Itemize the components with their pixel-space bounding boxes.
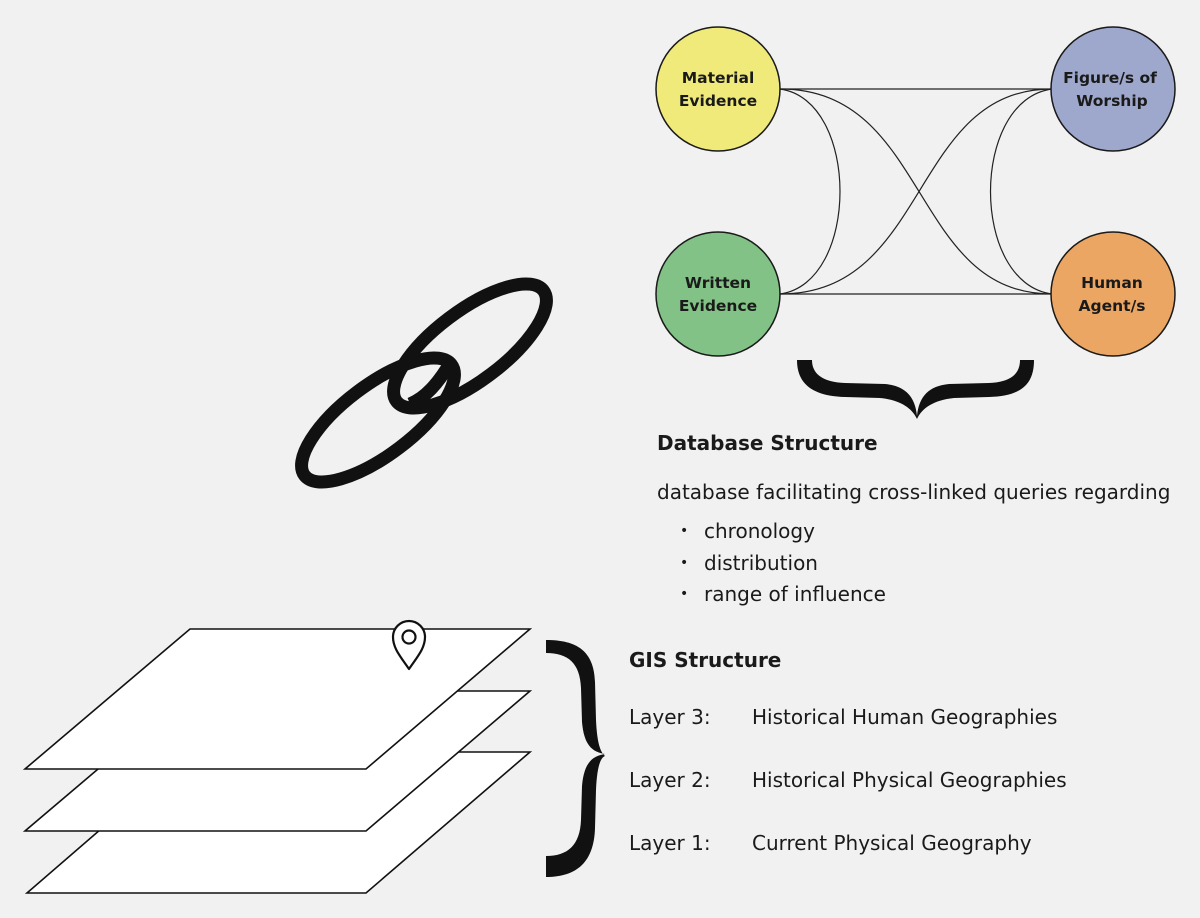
node-material-evidence: Material Evidence bbox=[655, 26, 781, 152]
connector-written-figure bbox=[779, 88, 1053, 295]
node-written-evidence: Written Evidence bbox=[655, 231, 781, 357]
gis-layer-stack bbox=[22, 628, 533, 894]
node-human-line2: Agent/s bbox=[1079, 297, 1146, 315]
node-figure-of-worship: Figure/s of Worship bbox=[1050, 26, 1176, 152]
layer-name: Current Physical Geography bbox=[752, 831, 1032, 855]
chain-link-overlap bbox=[407, 356, 458, 411]
database-title: Database Structure bbox=[657, 431, 878, 455]
layer-name: Historical Human Geographies bbox=[752, 705, 1058, 729]
gis-brace-icon bbox=[546, 640, 605, 877]
layer-number: Layer 3: bbox=[629, 705, 711, 729]
node-written-line1: Written bbox=[685, 274, 751, 292]
node-material-line1: Material bbox=[682, 69, 755, 87]
database-brace-icon bbox=[797, 360, 1034, 419]
database-query-list: chronology distribution range of influen… bbox=[680, 516, 886, 611]
chain-link-icon bbox=[295, 277, 553, 489]
layer-name: Historical Physical Geographies bbox=[752, 768, 1067, 792]
database-description: database facilitating cross-linked queri… bbox=[657, 480, 1171, 504]
list-item: chronology bbox=[680, 516, 886, 548]
node-figure-line2: Worship bbox=[1076, 92, 1148, 110]
node-written-line2: Evidence bbox=[679, 297, 757, 315]
node-human-line1: Human bbox=[1081, 274, 1143, 292]
connector-figure-human bbox=[990, 88, 1053, 295]
layer-number: Layer 1: bbox=[629, 831, 711, 855]
layer-number: Layer 2: bbox=[629, 768, 711, 792]
list-item: range of influence bbox=[680, 579, 886, 611]
connector-material-written bbox=[779, 88, 841, 295]
node-connectors bbox=[779, 88, 1053, 295]
connector-material-human bbox=[779, 88, 1053, 295]
node-figure-line1: Figure/s of bbox=[1063, 69, 1157, 87]
node-material-line2: Evidence bbox=[679, 92, 757, 110]
node-human-agent: Human Agent/s bbox=[1050, 231, 1176, 357]
location-pin-icon bbox=[391, 619, 427, 671]
gis-title: GIS Structure bbox=[629, 648, 782, 672]
list-item: distribution bbox=[680, 548, 886, 580]
